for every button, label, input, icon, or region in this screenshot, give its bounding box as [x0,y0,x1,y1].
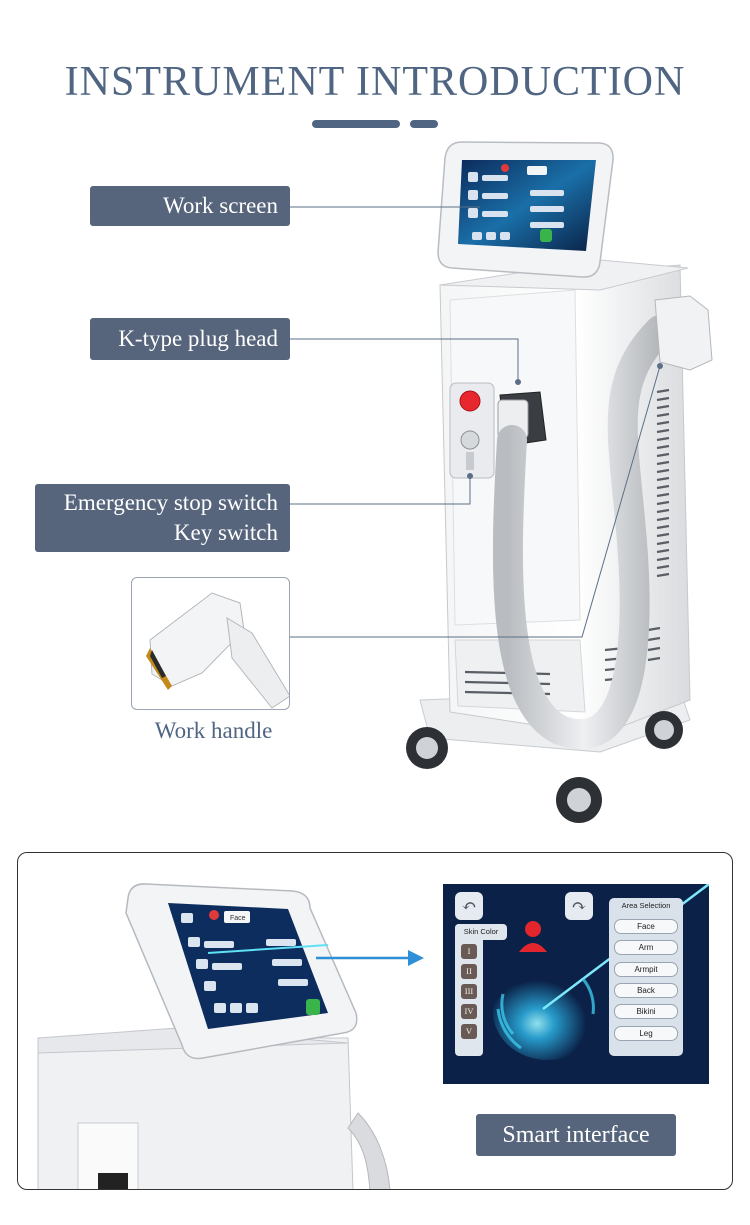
work-handle-inset [131,577,290,710]
back-button[interactable]: ↶ [455,892,483,920]
forward-arrow-icon: ↷ [571,896,587,916]
page-title: INSTRUMENT INTRODUCTION [64,59,686,105]
back-arrow-icon: ↶ [461,896,477,916]
monitor-closeup: Face [37,883,424,1189]
label-work-screen: Work screen [90,186,290,226]
person-head-icon [525,921,541,937]
area-option-button[interactable]: Bikini [614,1004,678,1020]
label-switches: Emergency stop switch Key switch [35,484,290,552]
skin-level-button[interactable]: II [461,964,477,979]
area-option-button[interactable]: Armpit [614,961,678,977]
device-mode-text: Face [230,915,246,922]
label-plug-head: K-type plug head [90,318,290,360]
area-option-button[interactable]: Arm [614,940,678,956]
area-selection-title: Area Selection [621,901,671,910]
machine-illustration [290,141,713,823]
skin-level-button[interactable]: V [461,1024,477,1039]
area-option-button[interactable]: Leg [614,1025,678,1041]
area-option-button[interactable]: Back [614,982,678,998]
handle-image [146,592,289,709]
label-emergency-stop: Emergency stop switch [63,490,278,515]
label-key-switch: Key switch [173,520,278,545]
skin-level-button[interactable]: I [461,944,477,959]
forward-button[interactable]: ↷ [565,892,593,920]
title-underline [312,120,400,128]
title-underline-dot [410,120,438,128]
smart-interface-label: Smart interface [476,1114,676,1156]
area-option-button[interactable]: Face [614,919,678,934]
label-work-handle: Work handle [154,718,273,743]
skin-color-title: Skin Color [455,924,507,940]
skin-level-button[interactable]: III [461,984,477,999]
skin-level-button[interactable]: IV [461,1004,477,1019]
